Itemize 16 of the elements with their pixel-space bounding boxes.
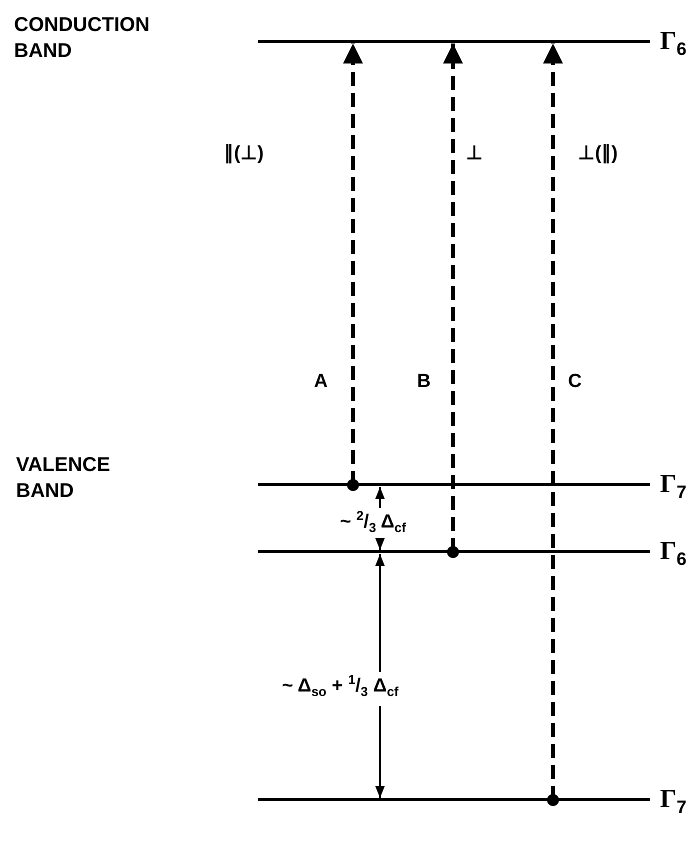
energy-level-line (258, 483, 650, 486)
level-label: Γ$_{6}$ (660, 538, 687, 568)
polarization-label: ⊥ (466, 142, 483, 166)
level-label: Γ$_{7}$ (660, 786, 687, 816)
level-label: Γ$_{6}$ (660, 28, 687, 58)
transition-arrow (443, 44, 463, 558)
transition-arrow (543, 44, 563, 806)
transition-arrow (343, 44, 363, 491)
band-label: CONDUCTION BAND (14, 13, 151, 64)
energy-level-line (258, 40, 650, 43)
polarization-label: ⊥(∥) (578, 142, 618, 166)
level-label: Γ$_{7}$ (660, 471, 687, 502)
band-label: VALENCE BAND (16, 453, 112, 504)
energy-level-line (258, 550, 650, 553)
polarization-label: ∥(⊥) (224, 142, 264, 166)
energy-level-line (258, 798, 650, 801)
